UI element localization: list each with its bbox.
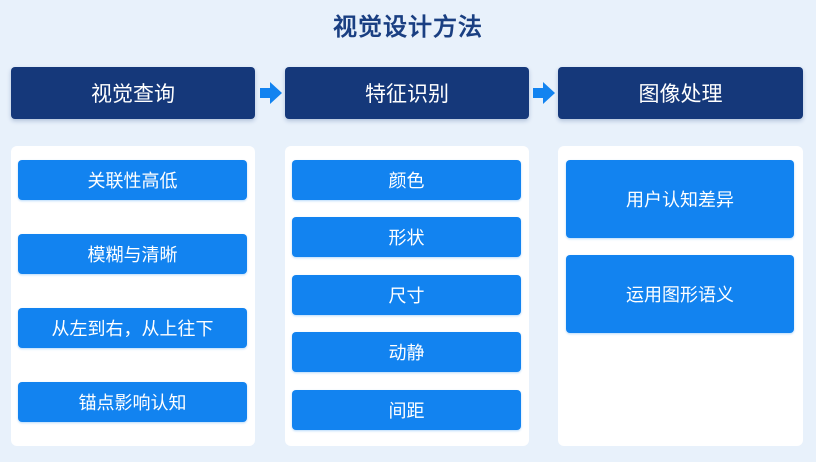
column-panel-feature-recognition: 颜色 形状 尺寸 动静 间距 (285, 146, 529, 446)
arrow-right-icon (533, 82, 555, 104)
list-item: 形状 (292, 217, 521, 257)
list-item: 动静 (292, 332, 521, 372)
column-header-image-processing: 图像处理 (558, 67, 803, 119)
list-item: 间距 (292, 390, 521, 430)
list-item: 用户认知差异 (566, 160, 794, 238)
column-header-visual-query: 视觉查询 (11, 67, 255, 119)
list-item: 模糊与清晰 (18, 234, 247, 274)
list-item: 从左到右，从上往下 (18, 308, 247, 348)
arrow-right-icon (260, 82, 282, 104)
column-header-feature-recognition: 特征识别 (285, 67, 529, 119)
list-item: 运用图形语义 (566, 255, 794, 333)
list-item: 锚点影响认知 (18, 382, 247, 422)
list-item: 尺寸 (292, 275, 521, 315)
list-item: 颜色 (292, 160, 521, 200)
column-panel-image-processing: 用户认知差异 运用图形语义 (558, 146, 803, 446)
list-item: 关联性高低 (18, 160, 247, 200)
column-panel-visual-query: 关联性高低 模糊与清晰 从左到右，从上往下 锚点影响认知 (11, 146, 255, 446)
diagram-title: 视觉设计方法 (333, 13, 483, 41)
